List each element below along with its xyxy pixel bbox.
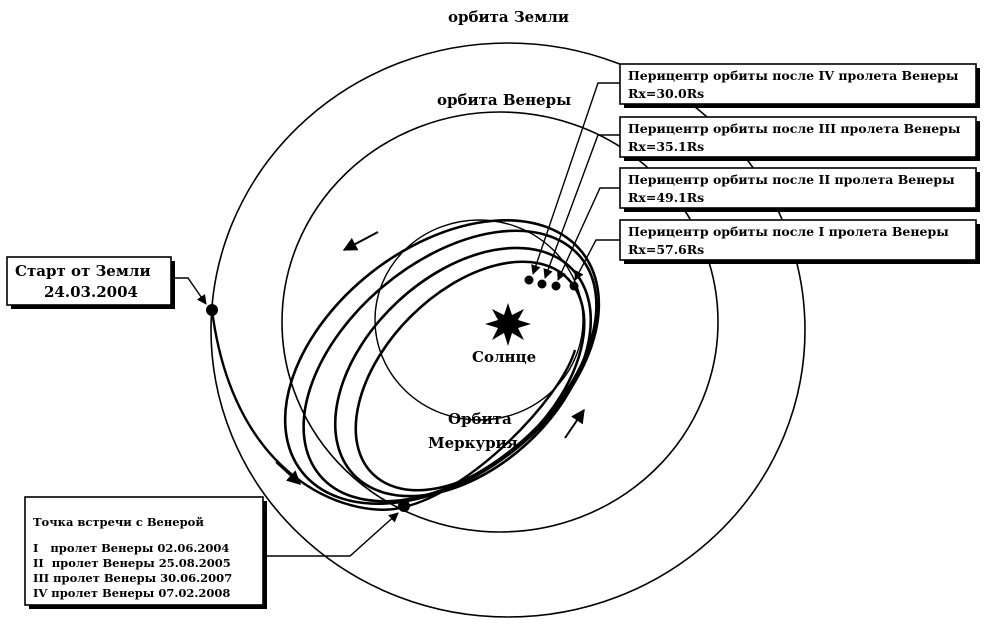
periapsis-box-title: Перицентр орбиты после IV пролета Венеры bbox=[628, 68, 959, 83]
leader-line-flyby-1 bbox=[574, 239, 620, 281]
leader-line-flyby-4 bbox=[531, 82, 620, 275]
earth-orbit bbox=[210, 42, 806, 618]
flyby-entry-4: IV пролет Венеры 07.02.2008 bbox=[33, 586, 230, 600]
periapsis-box-value: Rx=57.6Rs bbox=[628, 242, 704, 257]
transfer-trajectory bbox=[210, 309, 577, 511]
leader-line-encounter bbox=[265, 512, 399, 557]
direction-arrow-top bbox=[342, 231, 379, 251]
launch-box-line1: Старт от Земли bbox=[15, 262, 151, 280]
flyby-entry-1: I пролет Венеры 02.06.2004 bbox=[33, 541, 229, 555]
venus-encounter-point bbox=[398, 500, 410, 512]
leader-line-flyby-2 bbox=[557, 187, 620, 281]
orbit-after-flyby-4 bbox=[354, 260, 586, 492]
venus-orbit bbox=[281, 111, 719, 533]
periapsis-box-title: Перицентр орбиты после II пролета Венеры bbox=[628, 172, 955, 187]
periapsis-point-1 bbox=[569, 281, 579, 291]
encounter-box: Точка встречи с Венерой I пролет Венеры … bbox=[24, 496, 267, 609]
periapsis-point-4 bbox=[524, 275, 534, 285]
periapsis-box-value: Rx=35.1Rs bbox=[628, 139, 704, 154]
periapsis-box-flyby-1: Перицентр орбиты после I пролета Венеры … bbox=[619, 219, 980, 264]
launch-box-line2: 24.03.2004 bbox=[44, 283, 138, 301]
periapsis-box-value: Rx=30.0Rs bbox=[628, 86, 704, 101]
flyby-entry-3: III пролет Венеры 30.06.2007 bbox=[33, 571, 232, 585]
direction-arrow-right bbox=[564, 408, 585, 439]
leader-line-flyby-3 bbox=[543, 134, 620, 279]
periapsis-point-2 bbox=[551, 281, 561, 291]
earth-launch-point bbox=[206, 304, 218, 316]
sun-icon bbox=[485, 303, 531, 346]
leader-line-start bbox=[172, 277, 207, 305]
periapsis-box-value: Rx=49.1Rs bbox=[628, 190, 704, 205]
spacecraft-orbits bbox=[283, 218, 601, 506]
flyby-entry-2: II пролет Венеры 25.08.2005 bbox=[33, 556, 231, 570]
mercury-orbit-label-line1: Орбита bbox=[448, 410, 512, 428]
orbit-after-flyby-1 bbox=[283, 218, 601, 506]
sun-label: Солнце bbox=[472, 348, 536, 366]
periapsis-box-title: Перицентр орбиты после I пролета Венеры bbox=[628, 224, 949, 239]
venus-orbit-label: орбита Венеры bbox=[437, 91, 571, 109]
launch-box: Старт от Земли 24.03.2004 bbox=[6, 256, 175, 309]
periapsis-box-title: Перицентр орбиты после III пролета Венер… bbox=[628, 121, 961, 136]
orbit-after-flyby-3 bbox=[333, 246, 593, 498]
direction-arrow-bottom-left bbox=[275, 461, 302, 485]
encounter-box-title: Точка встречи с Венерой bbox=[33, 515, 204, 529]
orbit-after-flyby-2 bbox=[302, 229, 598, 503]
periapsis-box-flyby-2: Перицентр орбиты после II пролета Венеры… bbox=[619, 167, 980, 212]
periapsis-box-flyby-4: Перицентр орбиты после IV пролета Венеры… bbox=[619, 63, 980, 108]
periapsis-point-3 bbox=[537, 279, 547, 289]
mercury-orbit-label-line2: Меркурия bbox=[428, 434, 518, 452]
earth-orbit-label: орбита Земли bbox=[448, 8, 569, 26]
periapsis-box-flyby-3: Перицентр орбиты после III пролета Венер… bbox=[619, 116, 980, 161]
